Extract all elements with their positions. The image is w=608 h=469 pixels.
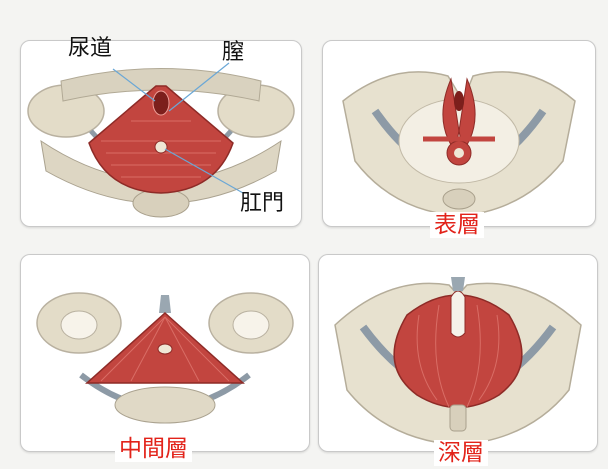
vagina-label: 膣 (222, 40, 244, 66)
middle-layer-illustration (21, 255, 309, 451)
deep-layer-illustration (319, 255, 597, 451)
deep-layer-panel (318, 254, 598, 452)
deep-layer-label: 深層 (434, 440, 488, 466)
middle-layer-panel (20, 254, 310, 452)
urethra-label: 尿道 (68, 36, 112, 62)
superficial-layer-panel (322, 40, 596, 227)
superficial-layer-label: 表層 (430, 212, 484, 238)
middle-layer-label: 中間層 (115, 436, 192, 462)
anus-label: 肛門 (240, 191, 284, 217)
superficial-layer-illustration (323, 41, 595, 226)
